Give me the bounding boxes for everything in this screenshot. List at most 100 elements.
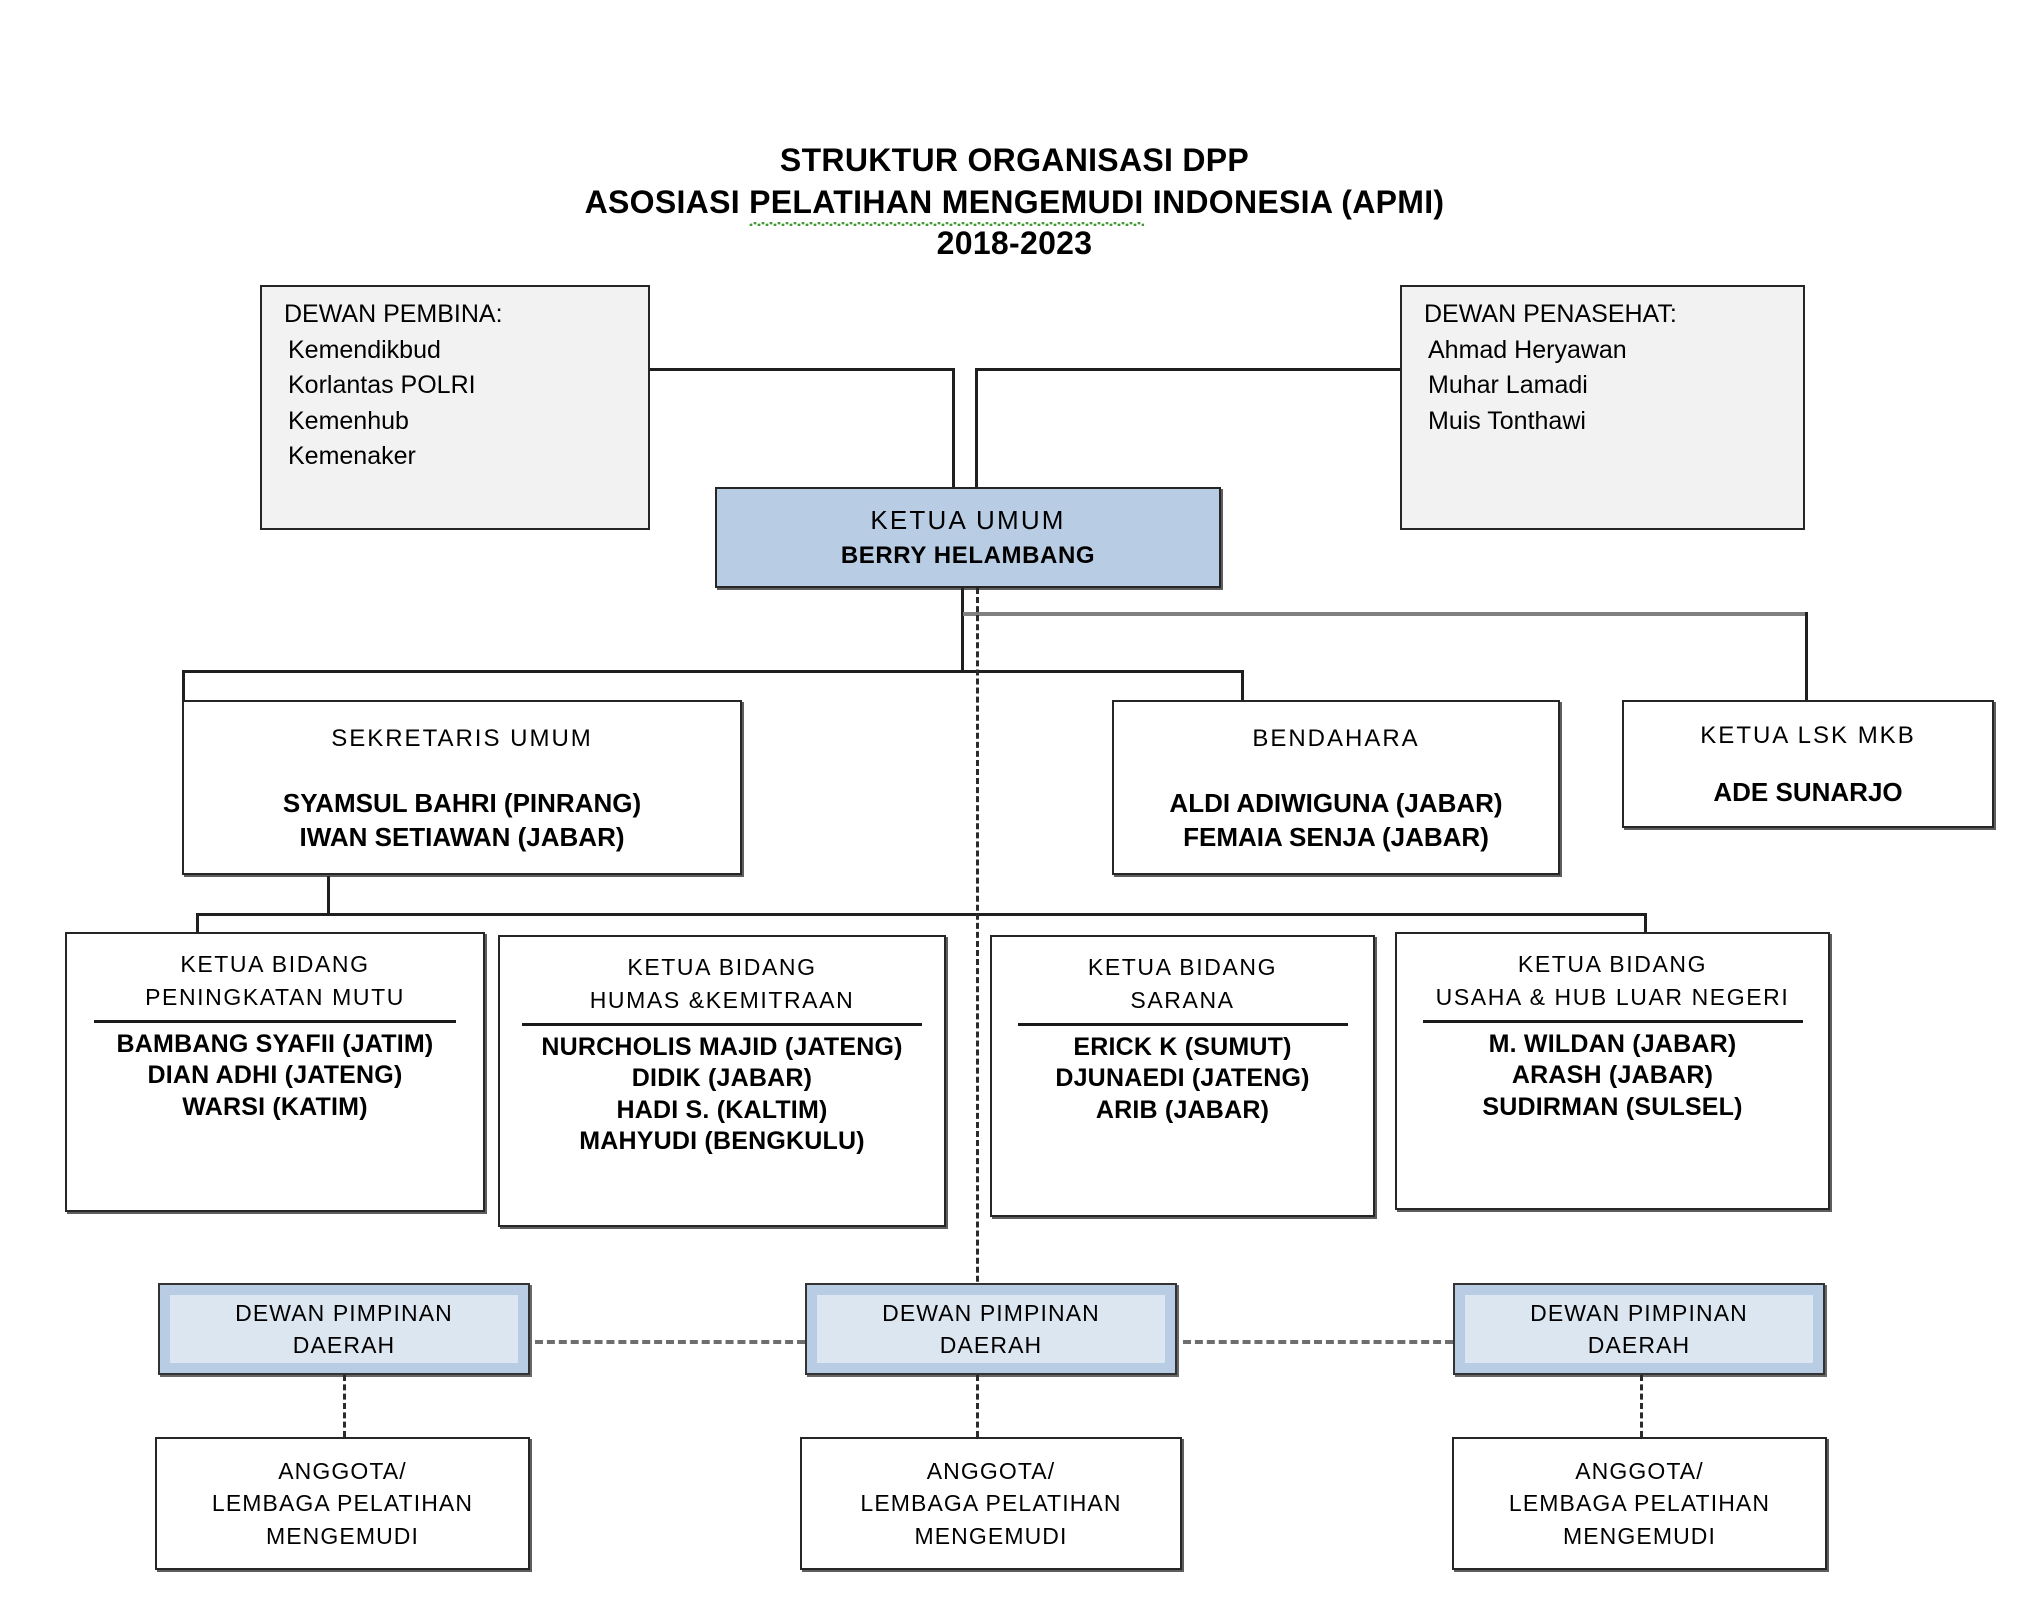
anggota-3-line-2: LEMBAGA PELATIHAN xyxy=(1508,1490,1771,1517)
anggota-2-line-3: MENGEMUDI xyxy=(914,1522,1068,1549)
bidang-3-names: ERICK K (SUMUT) DJUNAEDI (JATENG) ARIB (… xyxy=(1055,1032,1309,1127)
connector-penasehat-vertical xyxy=(975,368,978,488)
connector-dpd-left-to-anggota xyxy=(343,1375,346,1437)
anggota-1-line-3: MENGEMUDI xyxy=(265,1522,419,1549)
anggota-1-line-1: ANGGOTA/ xyxy=(278,1458,407,1485)
connector-bendahara-drop xyxy=(1241,670,1244,702)
dpd-2-inner: DEWAN PIMPINAN DAERAH xyxy=(817,1295,1165,1363)
bidang-3-line-1: KETUA BIDANG xyxy=(1087,954,1278,980)
connector-bidang-bar xyxy=(196,913,1647,916)
dewan-pimpinan-daerah-box-1[interactable]: DEWAN PIMPINAN DAERAH xyxy=(158,1283,530,1375)
bidang-3-divider xyxy=(1017,1022,1348,1026)
dewan-penasehat-box[interactable]: DEWAN PENASEHAT: Ahmad Heryawan Muhar La… xyxy=(1400,285,1805,530)
bidang-2-name: HADI S. (KALTIM) xyxy=(616,1095,828,1124)
anggota-3-text: ANGGOTA/ LEMBAGA PELATIHAN MENGEMUDI xyxy=(1509,1455,1770,1552)
sekretaris-umum-box[interactable]: SEKRETARIS UMUM SYAMSUL BAHRI (PINRANG) … xyxy=(182,700,742,875)
connector-pembina-vertical xyxy=(952,368,955,488)
title-line-1: STRUKTUR ORGANISASI DPP xyxy=(779,142,1250,178)
dpd-3-line-1: DEWAN PIMPINAN xyxy=(1530,1299,1748,1326)
anggota-2-line-1: ANGGOTA/ xyxy=(926,1458,1056,1485)
sekretaris-umum-names: SYAMSUL BAHRI (PINRANG) IWAN SETIAWAN (J… xyxy=(283,787,641,855)
bidang-1-line-1: KETUA BIDANG xyxy=(180,951,370,977)
bidang-1-name: WARSI (KATIM) xyxy=(182,1092,368,1121)
ketua-bidang-peningkatan-mutu-box[interactable]: KETUA BIDANG PENINGKATAN MUTU BAMBANG SY… xyxy=(65,932,485,1212)
anggota-3-line-3: MENGEMUDI xyxy=(1562,1522,1716,1549)
dpd-1-line-1: DEWAN PIMPINAN xyxy=(235,1299,453,1326)
ketua-umum-title: KETUA UMUM xyxy=(870,505,1066,535)
bendahara-name: FEMAIA SENJA (JABAR) xyxy=(1183,821,1489,852)
ketua-bidang-sarana-box[interactable]: KETUA BIDANG SARANA ERICK K (SUMUT) DJUN… xyxy=(990,935,1375,1217)
bidang-2-line-2: HUMAS &KEMITRAAN xyxy=(589,987,855,1014)
dpd-2-line-1: DEWAN PIMPINAN xyxy=(882,1299,1100,1326)
dpd-3-inner: DEWAN PIMPINAN DAERAH xyxy=(1465,1295,1813,1363)
bidang-4-name: SUDIRMAN (SULSEL) xyxy=(1482,1092,1743,1121)
title-line-2-prefix: ASOSIASI xyxy=(584,183,750,220)
dewan-pembina-member: Kemenaker xyxy=(288,442,416,470)
page-title: STRUKTUR ORGANISASI DPP ASOSIASI PELATIH… xyxy=(0,140,2029,265)
bidang-1-name: BAMBANG SYAFII (JATIM) xyxy=(116,1029,434,1058)
dewan-penasehat-members: Ahmad Heryawan Muhar Lamadi Muis Tonthaw… xyxy=(1402,333,1627,440)
bidang-3-name: ERICK K (SUMUT) xyxy=(1073,1032,1292,1061)
dewan-pembina-member: Kemenhub xyxy=(288,406,409,435)
dpd-1-line-2: DAERAH xyxy=(292,1332,396,1358)
title-line-2: ASOSIASI PELATIHAN MENGEMUDI INDONESIA (… xyxy=(0,182,2029,226)
connector-dpd-left-to-center xyxy=(535,1340,805,1344)
bidang-2-name: MAHYUDI (BENGKULU) xyxy=(579,1127,865,1156)
bidang-4-line-2: USAHA & HUB LUAR NEGERI xyxy=(1435,984,1790,1011)
dewan-pembina-member: Kemendikbud xyxy=(288,335,441,364)
sekretaris-umum-name: SYAMSUL BAHRI (PINRANG) xyxy=(282,787,642,818)
dewan-penasehat-member: Ahmad Heryawan xyxy=(1428,335,1627,364)
connector-dpd-center-to-anggota xyxy=(976,1375,979,1437)
dewan-pembina-member: Korlantas POLRI xyxy=(288,371,476,399)
bidang-4-name: ARASH (JABAR) xyxy=(1511,1061,1714,1090)
ketua-bidang-usaha-hub-luar-negeri-box[interactable]: KETUA BIDANG USAHA & HUB LUAR NEGERI M. … xyxy=(1395,932,1830,1210)
bidang-2-name: NURCHOLIS MAJID (JATENG) xyxy=(541,1032,903,1061)
connector-penasehat-horizontal xyxy=(975,368,1410,371)
ketua-umum-name: BERRY HELAMBANG xyxy=(840,542,1096,569)
dewan-pimpinan-daerah-box-2[interactable]: DEWAN PIMPINAN DAERAH xyxy=(805,1283,1177,1375)
ketua-lsk-mkb-names: ADE SUNARJO xyxy=(1713,776,1902,810)
sekretaris-umum-title: SEKRETARIS UMUM xyxy=(331,724,593,752)
bidang-2-names: NURCHOLIS MAJID (JATENG) DIDIK (JABAR) H… xyxy=(541,1032,902,1158)
dpd-2-line-2: DAERAH xyxy=(939,1332,1043,1358)
anggota-box-3[interactable]: ANGGOTA/ LEMBAGA PELATIHAN MENGEMUDI xyxy=(1452,1437,1827,1570)
connector-sekretaris-down xyxy=(327,876,330,916)
dewan-pembina-heading: DEWAN PEMBINA: xyxy=(284,300,503,328)
ketua-bidang-humas-kemitraan-box[interactable]: KETUA BIDANG HUMAS &KEMITRAAN NURCHOLIS … xyxy=(498,935,946,1227)
anggota-box-2[interactable]: ANGGOTA/ LEMBAGA PELATIHAN MENGEMUDI xyxy=(800,1437,1182,1570)
anggota-1-text: ANGGOTA/ LEMBAGA PELATIHAN MENGEMUDI xyxy=(212,1455,473,1552)
anggota-2-text: ANGGOTA/ LEMBAGA PELATIHAN MENGEMUDI xyxy=(860,1455,1121,1552)
dewan-pembina-box[interactable]: DEWAN PEMBINA: Kemendikbud Korlantas POL… xyxy=(260,285,650,530)
bidang-1-line-2: PENINGKATAN MUTU xyxy=(145,984,405,1011)
bendahara-box[interactable]: BENDAHARA ALDI ADIWIGUNA (JABAR) FEMAIA … xyxy=(1112,700,1560,875)
dewan-penasehat-heading: DEWAN PENASEHAT: xyxy=(1424,300,1677,328)
bidang-1-name: DIAN ADHI (JATENG) xyxy=(147,1061,403,1090)
connector-pembina-horizontal xyxy=(645,368,955,371)
dewan-penasehat-member: Muis Tonthawi xyxy=(1428,406,1586,435)
bidang-2-line-1: KETUA BIDANG xyxy=(627,954,817,980)
bendahara-name: ALDI ADIWIGUNA (JABAR) xyxy=(1169,787,1503,818)
ketua-lsk-mkb-title: KETUA LSK MKB xyxy=(1700,722,1916,750)
anggota-box-1[interactable]: ANGGOTA/ LEMBAGA PELATIHAN MENGEMUDI xyxy=(155,1437,530,1570)
bendahara-title: BENDAHARA xyxy=(1252,724,1420,752)
title-line-2-misspelled: PELATIHAN MENGEMUDI xyxy=(749,182,1145,226)
ketua-lsk-mkb-name: ADE SUNARJO xyxy=(1713,777,1903,808)
connector-dpd-spine xyxy=(976,588,979,1318)
anggota-3-line-1: ANGGOTA/ xyxy=(1575,1458,1704,1485)
bidang-1-names: BAMBANG SYAFII (JATIM) DIAN ADHI (JATENG… xyxy=(117,1029,434,1124)
dewan-pimpinan-daerah-box-3[interactable]: DEWAN PIMPINAN DAERAH xyxy=(1453,1283,1825,1375)
bidang-4-divider xyxy=(1422,1019,1803,1023)
ketua-lsk-mkb-box[interactable]: KETUA LSK MKB ADE SUNARJO xyxy=(1622,700,1994,828)
sekretaris-umum-name: IWAN SETIAWAN (JABAR) xyxy=(299,821,625,852)
connector-dpd-center-to-right xyxy=(1183,1340,1453,1344)
bidang-4-names: M. WILDAN (JABAR) ARASH (JABAR) SUDIRMAN… xyxy=(1482,1029,1742,1124)
bidang-3-name: ARIB (JABAR) xyxy=(1095,1095,1270,1124)
connector-lsk-vertical xyxy=(1805,612,1808,702)
connector-sekretaris-drop xyxy=(182,670,185,702)
connector-dpd-right-to-anggota xyxy=(1640,1375,1643,1437)
bendahara-names: ALDI ADIWIGUNA (JABAR) FEMAIA SENJA (JAB… xyxy=(1169,787,1502,855)
bidang-4-name: M. WILDAN (JABAR) xyxy=(1488,1029,1737,1058)
connector-tier2-bar xyxy=(182,670,1244,673)
ketua-umum-box[interactable]: KETUA UMUM BERRY HELAMBANG xyxy=(715,487,1221,588)
